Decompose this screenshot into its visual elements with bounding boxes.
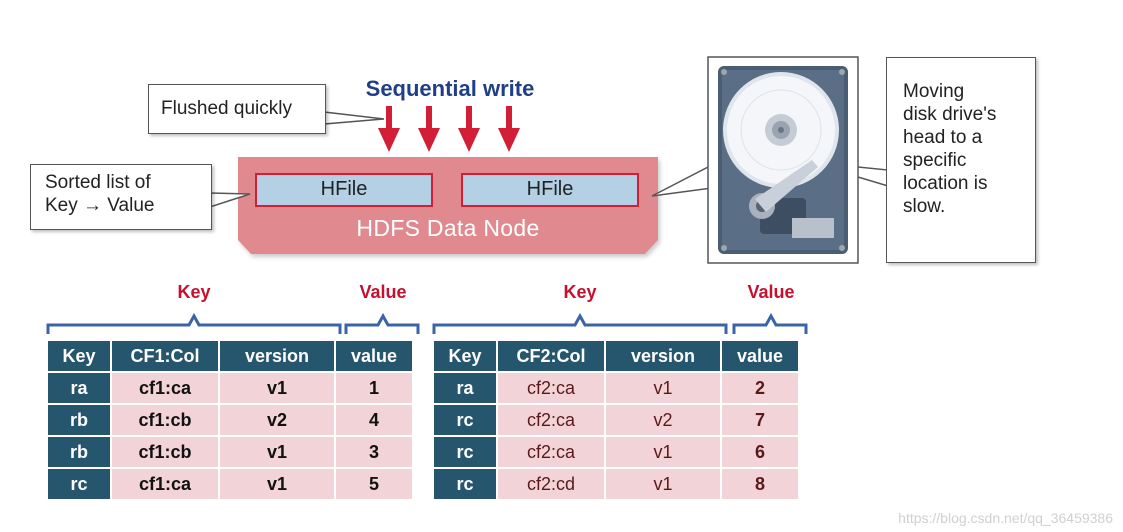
row-key-cell: rc: [434, 405, 496, 435]
sorted-list-callout: Sorted list of Key → Value: [30, 164, 212, 230]
table-row: rc cf2:ca v2 7: [434, 405, 798, 435]
column-header: value: [336, 341, 412, 371]
row-key-cell: rc: [48, 469, 110, 499]
row-key-cell: rc: [434, 469, 496, 499]
sorted-list-line-2: Key → Value: [45, 195, 155, 216]
table-header-row: Key CF1:Col version value: [48, 341, 412, 371]
version-cell: v1: [220, 469, 334, 499]
column-header: Key: [434, 341, 496, 371]
value-cell: 8: [722, 469, 798, 499]
disk-link-pointer: [651, 163, 713, 197]
brace-right-value: [732, 312, 808, 334]
column-header: Key: [48, 341, 110, 371]
version-cell: v1: [606, 373, 720, 403]
cf2-key-value-table: Key CF2:Col version value ra cf2:ca v1 2…: [432, 339, 800, 501]
version-cell: v1: [606, 469, 720, 499]
value-cell: 4: [336, 405, 412, 435]
column-header: value: [722, 341, 798, 371]
value-cell: 2: [722, 373, 798, 403]
right-value-label: Value: [747, 282, 795, 302]
column-header: CF2:Col: [498, 341, 604, 371]
version-cell: v1: [606, 437, 720, 467]
left-key-label: Key: [177, 282, 211, 302]
table-row: rc cf1:ca v1 5: [48, 469, 412, 499]
table-row: ra cf2:ca v1 2: [434, 373, 798, 403]
column-cell: cf1:ca: [112, 373, 218, 403]
hdfs-data-node-label: HDFS Data Node: [356, 215, 540, 241]
disk-callout-line: Moving: [903, 81, 965, 102]
brace-left-key: [46, 312, 342, 334]
version-cell: v1: [220, 437, 334, 467]
version-cell: v2: [220, 405, 334, 435]
column-cell: cf2:ca: [498, 437, 604, 467]
disk-callout-line: head to a: [903, 127, 983, 148]
column-cell: cf1:cb: [112, 405, 218, 435]
hard-disk-icon: [707, 56, 859, 264]
disk-callout-line: disk drive's: [903, 104, 997, 125]
column-header: CF1:Col: [112, 341, 218, 371]
row-key-cell: rb: [48, 405, 110, 435]
brace-left-value: [344, 312, 420, 334]
column-header: version: [220, 341, 334, 371]
version-cell: v1: [220, 373, 334, 403]
hfile-left: HFile: [255, 173, 433, 207]
disk-callout-line: slow.: [903, 196, 946, 217]
table-row: rc cf2:cd v1 8: [434, 469, 798, 499]
table-row: ra cf1:ca v1 1: [48, 373, 412, 403]
column-cell: cf2:ca: [498, 373, 604, 403]
brace-right-key: [432, 312, 728, 334]
left-value-label: Value: [359, 282, 407, 302]
column-cell: cf1:cb: [112, 437, 218, 467]
sequential-write-title: Sequential write: [365, 76, 535, 101]
column-cell: cf2:ca: [498, 405, 604, 435]
flushed-callout-pointer: [323, 111, 385, 125]
flushed-quickly-callout: Flushed quickly: [148, 84, 326, 134]
column-cell: cf2:cd: [498, 469, 604, 499]
row-key-cell: rb: [48, 437, 110, 467]
cf1-key-value-table: Key CF1:Col version value ra cf1:ca v1 1…: [46, 339, 414, 501]
right-key-label: Key: [563, 282, 597, 302]
disk-callout-line: location is: [903, 173, 988, 194]
row-key-cell: rc: [434, 437, 496, 467]
column-cell: cf1:ca: [112, 469, 218, 499]
watermark: https://blog.csdn.net/qq_36459386: [898, 510, 1113, 526]
flushed-quickly-text: Flushed quickly: [161, 98, 292, 119]
disk-callout-line: specific: [903, 150, 967, 171]
value-cell: 3: [336, 437, 412, 467]
arrow-down-icon: [498, 106, 520, 152]
value-cell: 1: [336, 373, 412, 403]
hfile-right: HFile: [461, 173, 639, 207]
column-header: version: [606, 341, 720, 371]
row-key-cell: ra: [434, 373, 496, 403]
table-row: rb cf1:cb v1 3: [48, 437, 412, 467]
value-cell: 6: [722, 437, 798, 467]
table-row: rc cf2:ca v1 6: [434, 437, 798, 467]
row-key-cell: ra: [48, 373, 110, 403]
table-header-row: Key CF2:Col version value: [434, 341, 798, 371]
arrow-down-icon: [418, 106, 440, 152]
arrow-down-icon: [458, 106, 480, 152]
value-cell: 7: [722, 405, 798, 435]
version-cell: v2: [606, 405, 720, 435]
arrow-down-icon: [378, 106, 400, 152]
table-row: rb cf1:cb v2 4: [48, 405, 412, 435]
value-cell: 5: [336, 469, 412, 499]
disk-seek-callout: Moving disk drive's head to a specific l…: [886, 57, 1036, 263]
sorted-list-line-1: Sorted list of: [45, 172, 151, 193]
